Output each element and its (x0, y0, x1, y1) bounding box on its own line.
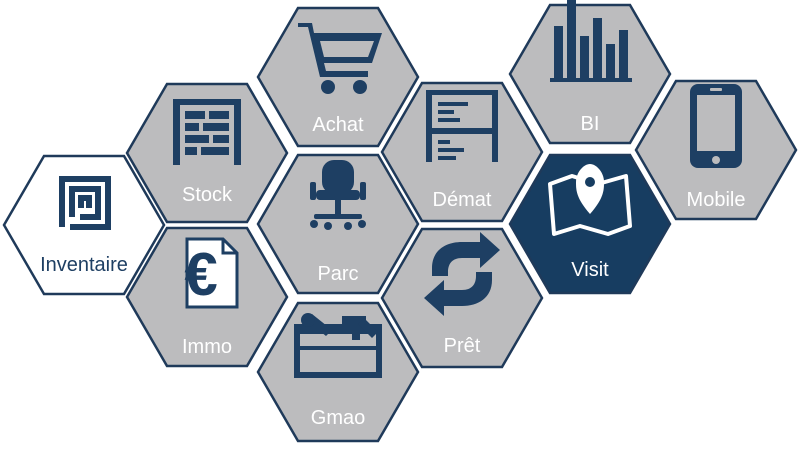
smartphone-icon (690, 84, 742, 168)
module-tile-mobile[interactable]: Mobile (634, 79, 798, 221)
euro-document-icon: € (184, 237, 239, 309)
module-tile-bi[interactable]: BI (508, 0, 672, 145)
module-tile-stock[interactable]: Stock (125, 82, 289, 224)
module-tile-gmao[interactable]: Gmao (256, 301, 420, 443)
module-label-immo: Immo (182, 336, 232, 358)
module-label-bi: BI (581, 113, 600, 135)
toolbox-icon (294, 313, 382, 378)
module-label-gmao: Gmao (311, 407, 365, 429)
module-label-pret: Prêt (444, 335, 481, 357)
module-label-visit: Visit (571, 259, 609, 281)
module-label-demat: Démat (433, 189, 492, 211)
module-tile-parc[interactable]: Parc (256, 153, 420, 295)
module-tile-demat[interactable]: Démat (380, 81, 544, 223)
shelves-icon (173, 99, 241, 165)
svg-text:€: € (184, 241, 217, 308)
module-tile-visit[interactable]: Visit (508, 153, 672, 295)
shopping-cart-icon (298, 23, 382, 94)
exchange-arrows-icon (424, 232, 500, 316)
module-label-mobile: Mobile (687, 189, 746, 211)
module-tile-pret[interactable]: Prêt (380, 227, 544, 369)
module-label-achat: Achat (312, 114, 364, 136)
bar-chart-icon (550, 0, 632, 82)
qr-square-icon (59, 176, 111, 230)
module-label-inventaire: Inventaire (40, 254, 128, 276)
office-chair-icon (310, 160, 366, 230)
map-pin-icon (548, 164, 632, 236)
module-label-parc: Parc (317, 263, 358, 285)
module-tile-inventaire[interactable]: Inventaire (2, 154, 166, 296)
module-tile-immo[interactable]: € Immo (125, 226, 289, 368)
module-tile-achat[interactable]: Achat (256, 6, 420, 148)
module-label-stock: Stock (182, 184, 233, 206)
document-scan-icon (426, 90, 498, 162)
